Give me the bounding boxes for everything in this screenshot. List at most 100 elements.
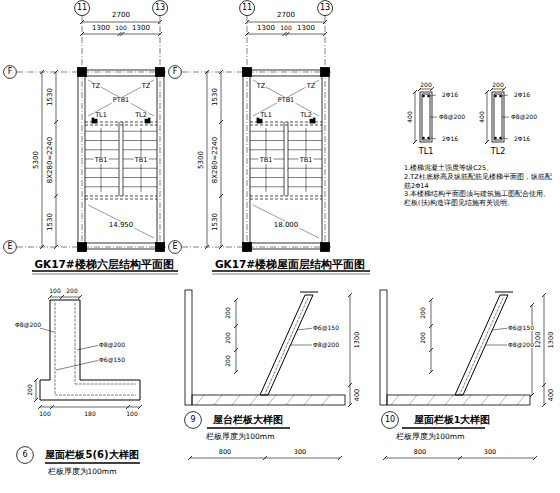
leader-line bbox=[56, 360, 100, 370]
stair-tread bbox=[288, 186, 322, 187]
title-underline bbox=[32, 274, 178, 275]
general-notes: 1.楼梯混凝土强度等级C25。2.TZ柱底标高及纵筋配筋见楼梯平面图，纵筋配筋2… bbox=[404, 164, 554, 208]
rebar-line bbox=[75, 303, 76, 384]
dimension-line bbox=[420, 89, 432, 90]
member-mark: TZ bbox=[141, 83, 151, 90]
dimension-tick bbox=[40, 70, 44, 74]
dimension-line bbox=[221, 72, 222, 247]
rebar-dot bbox=[499, 137, 502, 140]
stair-beam bbox=[85, 196, 157, 197]
dimension-tick bbox=[205, 245, 209, 249]
stirrup bbox=[422, 94, 430, 140]
dimension: 100 bbox=[38, 411, 51, 417]
wall-outline bbox=[185, 290, 192, 405]
rebar-note: Φ6@150 bbox=[98, 357, 126, 363]
rebar-dot bbox=[422, 95, 425, 98]
dimension-tick bbox=[542, 383, 546, 387]
dimension-line bbox=[82, 22, 160, 23]
rebar-dot bbox=[499, 95, 502, 98]
title-underline bbox=[32, 270, 178, 272]
column bbox=[321, 68, 330, 77]
dimension: 800 bbox=[413, 449, 427, 456]
title-underline bbox=[212, 270, 370, 272]
thickness-note: 栏板厚度为100mm bbox=[395, 433, 466, 441]
member-mark: TL2 bbox=[490, 148, 506, 156]
stair-tread bbox=[85, 140, 119, 141]
dimension-line bbox=[50, 297, 80, 298]
bubble-text: 6 bbox=[16, 446, 34, 464]
stair-tread bbox=[123, 149, 157, 150]
member-mark: TB1 bbox=[94, 157, 109, 164]
dimension: 8X280=2240 bbox=[212, 136, 219, 184]
dimension-tick bbox=[542, 293, 546, 297]
member-mark: PTB1 bbox=[277, 97, 296, 104]
dimension: 1300 bbox=[91, 25, 111, 32]
stair-beam bbox=[250, 196, 322, 197]
dimension: 8X280=2240 bbox=[47, 136, 54, 184]
dimension: 400 bbox=[548, 388, 555, 402]
bubble-circle bbox=[169, 241, 182, 254]
bubble-circle bbox=[75, 1, 90, 16]
slab-rebar bbox=[253, 205, 319, 238]
dimension-line bbox=[350, 295, 351, 405]
dimension-tick bbox=[50, 405, 54, 409]
dimension: 400 bbox=[407, 110, 413, 123]
axis-line bbox=[182, 247, 333, 248]
leader-line bbox=[503, 95, 508, 96]
dimension: 5300 bbox=[33, 150, 40, 170]
bubble-text: 9 bbox=[184, 411, 202, 429]
dimension-line bbox=[40, 407, 140, 408]
title-underline bbox=[207, 427, 290, 428]
slab-rebar bbox=[88, 80, 154, 116]
bubble-text: E bbox=[168, 240, 182, 254]
dimension-tick bbox=[188, 456, 192, 460]
rebar-note: Φ6@150 bbox=[507, 325, 535, 331]
dimension: 1530 bbox=[47, 212, 54, 232]
dimension-tick bbox=[219, 70, 223, 74]
stair-wall bbox=[250, 76, 322, 243]
stair-tread bbox=[85, 168, 119, 169]
dimension-tick bbox=[429, 298, 433, 302]
stair-beam bbox=[250, 125, 322, 126]
stair-tread bbox=[85, 149, 119, 150]
stair-wall bbox=[78, 70, 164, 249]
dimension-line bbox=[247, 34, 325, 35]
dimension-tick bbox=[34, 378, 38, 382]
column bbox=[156, 243, 165, 252]
handrail bbox=[495, 292, 513, 293]
dimension: 100 bbox=[279, 25, 292, 31]
dimension-tick bbox=[530, 393, 534, 397]
rebar-note: 2Φ16 bbox=[441, 92, 459, 98]
dimension: 200 bbox=[27, 383, 33, 396]
stair-tread bbox=[85, 186, 119, 187]
roof-slab bbox=[192, 395, 345, 405]
dimension-tick bbox=[429, 324, 433, 328]
dimension-tick bbox=[40, 245, 44, 249]
dimension-line bbox=[487, 92, 488, 142]
detail-bubble: 10 bbox=[381, 411, 399, 429]
column bbox=[243, 68, 252, 77]
dimension-tick bbox=[530, 303, 534, 307]
detail-bubble: 6 bbox=[16, 446, 34, 464]
note-line: 栏板(扶)构造详图见结施有关说明。 bbox=[404, 199, 554, 208]
rebar-dot bbox=[427, 137, 430, 140]
slab-hatch bbox=[445, 395, 453, 405]
rebar-note: Φ8@200 bbox=[312, 342, 340, 348]
axis-line bbox=[17, 72, 168, 73]
rebar-dot bbox=[422, 137, 425, 140]
dimension-tick bbox=[245, 32, 249, 36]
drawing-title: 屋台栏板大样图 bbox=[212, 415, 284, 425]
rebar-dot bbox=[427, 95, 430, 98]
elevation-mark: 14.950 bbox=[108, 222, 135, 229]
bubble-circle bbox=[240, 1, 255, 16]
stair-wall bbox=[243, 70, 329, 249]
bubble-circle bbox=[382, 412, 399, 429]
dimension: 2700 bbox=[276, 12, 296, 19]
axis-bubble: E bbox=[168, 240, 182, 254]
axis-line bbox=[182, 72, 333, 73]
leader-line bbox=[502, 117, 509, 118]
member-mark: TZ bbox=[306, 83, 316, 90]
rebar-note: Φ6@150 bbox=[312, 325, 340, 331]
dimension: 300 bbox=[483, 449, 497, 456]
dimension: 1530 bbox=[212, 212, 219, 232]
